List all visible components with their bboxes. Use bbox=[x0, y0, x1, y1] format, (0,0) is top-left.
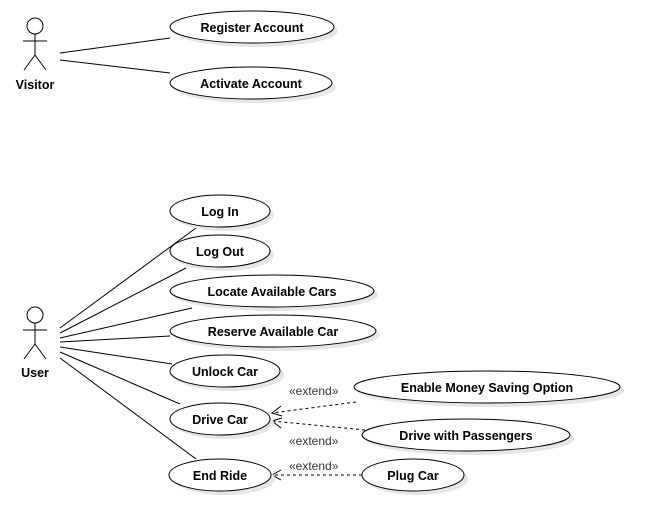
assoc-user-unlock bbox=[59, 346, 173, 365]
actor-visitor-label: Visitor bbox=[16, 78, 55, 92]
assoc-user-locate bbox=[59, 307, 193, 339]
actor-visitor-head-icon bbox=[26, 17, 44, 35]
use-case-log-in[interactable]: Log In bbox=[169, 194, 274, 231]
assoc-visitor-register bbox=[59, 37, 171, 54]
use-case-drive-with-passengers[interactable]: Drive with Passengers bbox=[361, 418, 574, 455]
assoc-visitor-activate bbox=[59, 59, 171, 74]
use-case-reserve-available-car[interactable]: Reserve Available Car bbox=[169, 314, 380, 351]
actor-visitor-left-leg bbox=[23, 54, 36, 71]
use-case-drive-with-passengers-label: Drive with Passengers bbox=[399, 429, 532, 443]
use-case-log-out[interactable]: Log Out bbox=[169, 234, 274, 271]
use-case-plug-car-label: Plug Car bbox=[387, 469, 439, 483]
extend-relations: «extend» «extend» «extend» bbox=[270, 384, 366, 481]
use-case-enable-money-saving-option-label: Enable Money Saving Option bbox=[401, 381, 573, 395]
use-case-unlock-car[interactable]: Unlock Car bbox=[169, 354, 284, 391]
extend-label-money-saving: «extend» bbox=[289, 384, 339, 398]
use-case-unlock-car-label: Unlock Car bbox=[192, 365, 258, 379]
visitor-associations bbox=[59, 37, 171, 74]
use-case-end-ride[interactable]: End Ride bbox=[168, 458, 275, 495]
use-case-drive-car-label: Drive Car bbox=[192, 413, 248, 427]
extend-line-passengers bbox=[271, 420, 366, 431]
extend-label-plug-car: «extend» bbox=[289, 459, 339, 473]
use-case-activate-account-label: Activate Account bbox=[200, 77, 302, 91]
actor-visitor-right-leg bbox=[34, 54, 47, 71]
extend-arrow-money-saving bbox=[270, 405, 283, 417]
assoc-user-logout bbox=[59, 267, 187, 334]
use-case-drive-car[interactable]: Drive Car bbox=[169, 402, 274, 439]
use-case-enable-money-saving-option[interactable]: Enable Money Saving Option bbox=[353, 370, 624, 407]
use-case-register-account[interactable]: Register Account bbox=[169, 10, 338, 47]
use-case-reserve-available-car-label: Reserve Available Car bbox=[208, 325, 339, 339]
assoc-user-drive bbox=[59, 351, 181, 405]
actor-user-label: User bbox=[21, 366, 49, 380]
use-case-locate-available-cars[interactable]: Locate Available Cars bbox=[169, 274, 378, 311]
assoc-user-reserve bbox=[59, 335, 171, 343]
use-case-log-out-label: Log Out bbox=[196, 245, 245, 259]
assoc-user-endride bbox=[59, 357, 197, 460]
actor-visitor[interactable]: Visitor bbox=[16, 17, 55, 92]
use-case-plug-car[interactable]: Plug Car bbox=[361, 458, 468, 495]
use-case-activate-account[interactable]: Activate Account bbox=[169, 66, 336, 103]
use-case-end-ride-label: End Ride bbox=[193, 469, 247, 483]
actor-user-right-leg bbox=[34, 343, 47, 360]
extend-label-passengers: «extend» bbox=[289, 434, 339, 448]
extend-line-money-saving bbox=[271, 401, 357, 414]
use-case-locate-available-cars-label: Locate Available Cars bbox=[208, 285, 337, 299]
use-case-log-in-label: Log In bbox=[201, 205, 239, 219]
actor-user[interactable]: User bbox=[21, 306, 49, 380]
actor-user-left-leg bbox=[23, 343, 36, 360]
use-case-register-account-label: Register Account bbox=[200, 21, 304, 35]
actor-user-head-icon bbox=[26, 306, 44, 324]
